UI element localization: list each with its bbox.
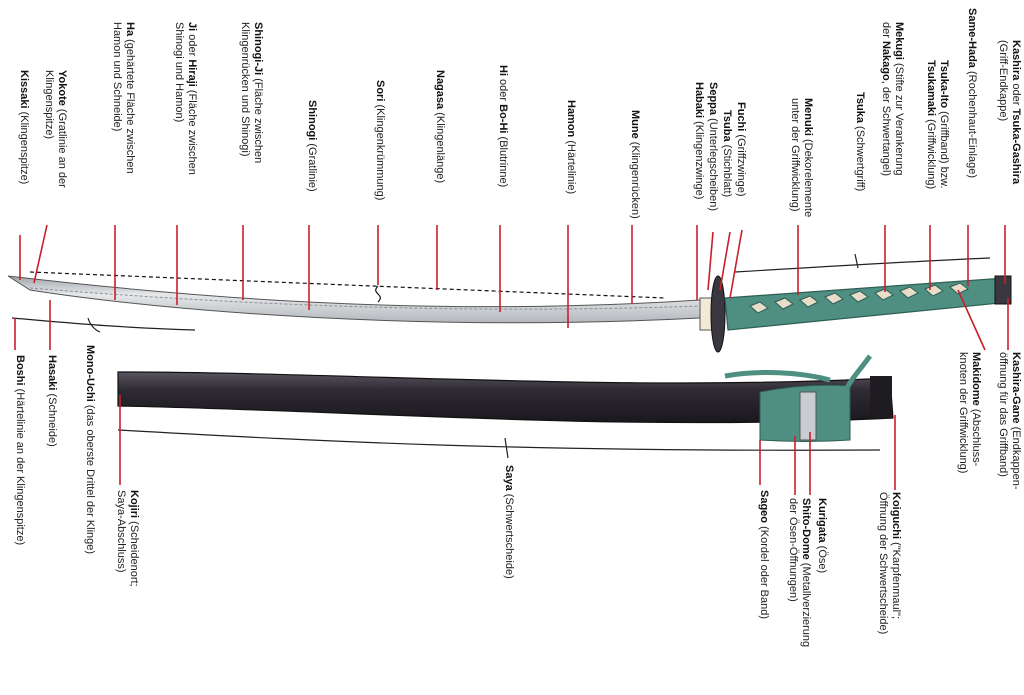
label-hasaki: Hasaki (Schneide)	[46, 355, 58, 447]
label-sageo: Sageo (Kordel oder Band)	[758, 490, 770, 620]
saya	[117, 371, 894, 424]
leader-lines	[14, 224, 1009, 495]
hamon-line	[29, 287, 701, 310]
blade	[7, 275, 701, 324]
nagasa-dashed-line	[29, 271, 666, 299]
label-koiguchi: Koiguchi ("Karpfenmaul";Öffnung der Schw…	[877, 492, 902, 635]
label-kashiragane: Kashira-Gane (Endkappen-öffnung für das …	[997, 352, 1022, 490]
label-shinogi: Shinogi (Gratlinie)	[306, 100, 318, 192]
sageo-knot	[724, 354, 873, 394]
label-saya: Saya (Schwertscheide)	[503, 465, 515, 579]
label-kissaki: Kissaki (Klingenspitze)	[18, 70, 30, 185]
label-monouchi: Mono-Uchi (das oberste Drittel der Kling…	[84, 345, 96, 555]
kashira	[994, 275, 1012, 305]
label-tsuba: Tsuba (Stichblatt)	[721, 110, 733, 198]
monouchi-brace	[11, 317, 196, 333]
label-sori: Sori (Klingenkrümmung)	[374, 80, 386, 201]
label-kojiri: Kojiri (Scheidenort;Saya-Abschluss)	[115, 490, 140, 587]
label-nagasa: Nagasa (Klingenlänge)	[434, 70, 446, 184]
tsuka-brace	[734, 253, 991, 273]
label-kashira: Kashira oder Tsuka-Gashira(Griff-Endkapp…	[997, 40, 1022, 185]
label-mune: Mune (Klingenrücken)	[629, 110, 641, 219]
tsuba	[710, 275, 726, 353]
koiguchi	[870, 376, 892, 418]
label-habaki: Habaki (Klingenzwinge)	[693, 82, 705, 200]
label-tsukaito: Tsuka-Ito (Griffband) bzw.Tsukamaki (Gri…	[925, 60, 950, 190]
label-makidome: Makidome (Abschluss-knoten der Griffwick…	[957, 352, 982, 474]
label-hi: Hi oder Bo-Hi (Blutrinne)	[497, 65, 509, 188]
label-boshi: Boshi (Härtelinie an der Klingenspitze)	[14, 355, 26, 546]
label-kurigata: Kurigata (Öse)	[816, 498, 828, 574]
label-tsuka: Tsuka (Schwertgriff)	[854, 92, 866, 192]
label-samehada: Same-Hada (Rochenhaut-Einlage)	[966, 8, 978, 178]
label-seppa: Seppa (Unterlegscheiben)	[707, 82, 719, 212]
sori-marker	[375, 285, 381, 303]
saya-brace	[117, 429, 881, 459]
label-hamon: Hamon (Härtelinie)	[565, 100, 577, 195]
label-fuchi: Fuchi (Griffzwinge)	[735, 102, 747, 197]
kurigata	[799, 391, 817, 441]
